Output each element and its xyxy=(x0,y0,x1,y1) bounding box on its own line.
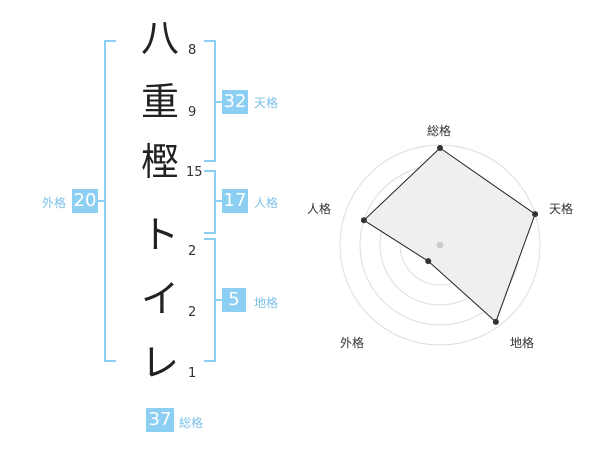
radar-point xyxy=(437,145,443,151)
soukaku-badge: 37 xyxy=(146,408,174,432)
radar-label-jinkaku: 人格 xyxy=(307,202,332,216)
jinkaku-bracket xyxy=(204,170,216,234)
stroke-count: 2 xyxy=(188,244,197,259)
stroke-count: 8 xyxy=(188,43,197,58)
stroke-count: 2 xyxy=(188,305,197,320)
name-char: 樫 xyxy=(140,140,179,184)
radar-center-dot xyxy=(436,241,444,249)
radar-chart xyxy=(339,144,541,346)
radar-point xyxy=(532,211,539,218)
radar-point xyxy=(425,258,432,265)
stroke-count: 9 xyxy=(188,105,197,120)
gaikaku-label: 外格 xyxy=(42,196,67,210)
radar-label-soukaku: 総格 xyxy=(427,124,452,138)
stroke-count: 1 xyxy=(188,366,197,381)
gaikaku-badge: 20 xyxy=(72,189,98,213)
chikaku-badge: 5 xyxy=(222,288,246,312)
name-char: ト xyxy=(140,213,179,257)
tenkaku-connector xyxy=(214,101,222,103)
tenkaku-badge: 32 xyxy=(222,90,248,114)
radar-polygon xyxy=(363,147,536,323)
chikaku-label: 地格 xyxy=(254,296,279,310)
radar-point xyxy=(360,217,367,224)
stroke-count: 15 xyxy=(186,165,203,180)
jinkaku-connector xyxy=(214,200,222,202)
jinkaku-label: 人格 xyxy=(254,196,279,210)
radar-point xyxy=(492,318,499,325)
name-char: イ xyxy=(140,277,179,321)
tenkaku-label: 天格 xyxy=(254,96,279,110)
radar-label-chikaku: 地格 xyxy=(510,336,535,350)
gaikaku-connector xyxy=(98,200,106,202)
soukaku-label: 総格 xyxy=(179,416,204,430)
name-char: 重 xyxy=(140,80,179,124)
name-char: 八 xyxy=(140,16,179,60)
radar-label-tenkaku: 天格 xyxy=(549,202,574,216)
jinkaku-badge: 17 xyxy=(222,189,248,213)
radar-label-gaikaku: 外格 xyxy=(340,336,365,350)
chikaku-connector xyxy=(214,299,222,301)
name-char: レ xyxy=(140,341,179,385)
